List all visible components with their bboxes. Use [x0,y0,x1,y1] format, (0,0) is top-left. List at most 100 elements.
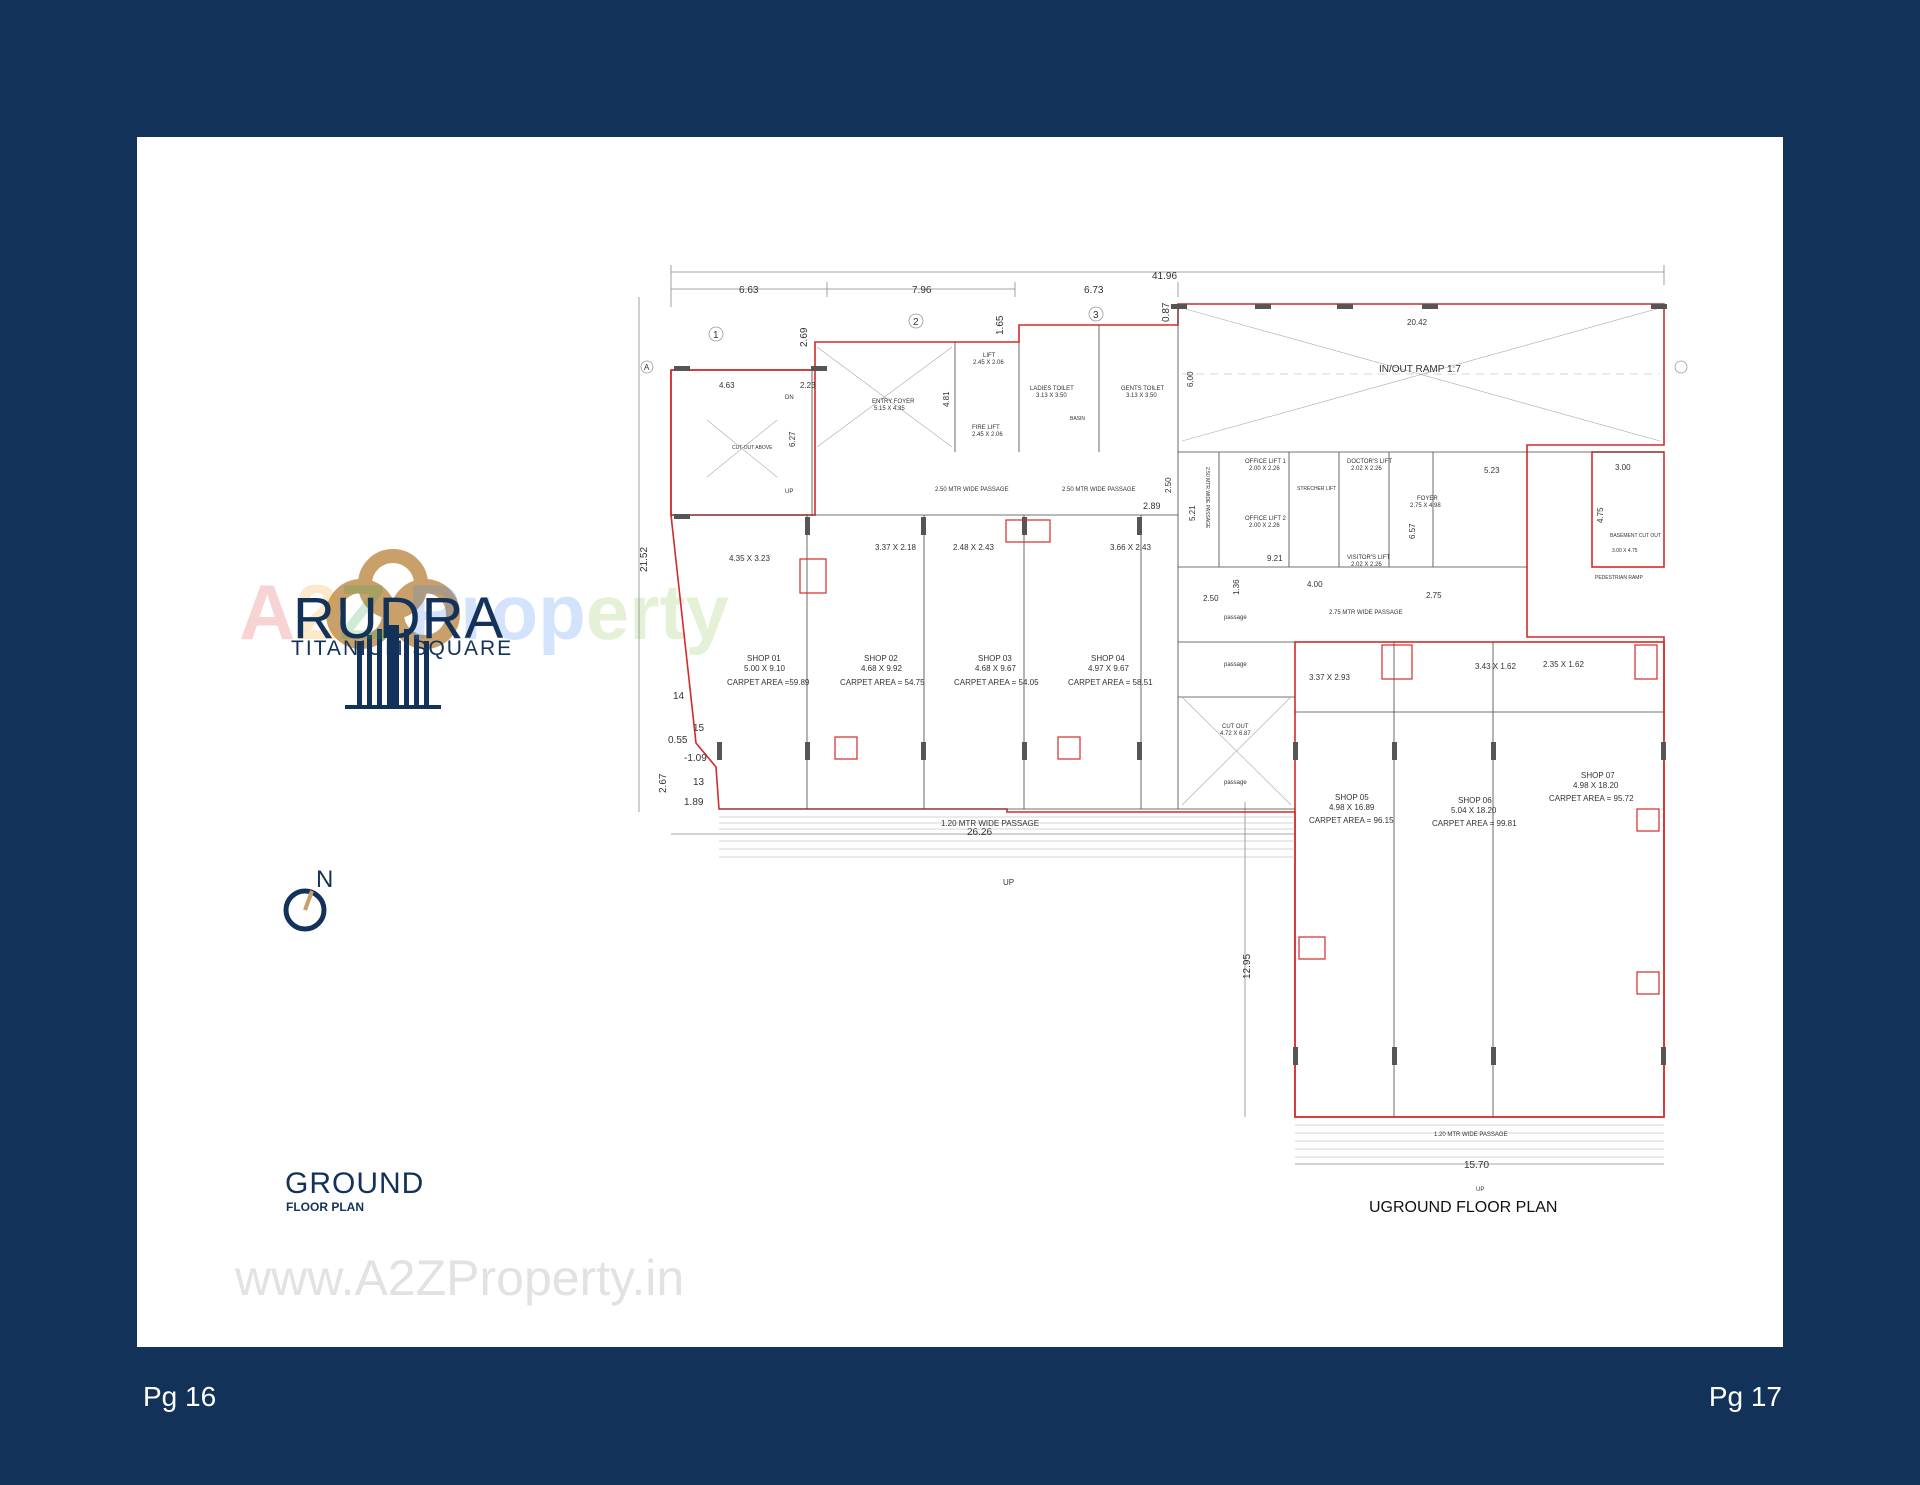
room-passage-a: 2.50 MTR WIDE PASSAGE [935,487,1009,493]
shop-07-name: SHOP 07 [1581,771,1615,780]
shop-05-area: CARPET AREA = 96.15 [1309,816,1394,825]
misc-dim: 0.55 [668,735,688,746]
room-passage-word: passage [1224,662,1247,668]
shop-01-dim: 5.00 X 9.10 [744,664,785,673]
small-room-dim: 3.43 X 1.62 [1475,662,1516,671]
misc-dim: 9.21 [1267,554,1283,563]
brand-tagline: TITANIUM SQUARE [291,637,514,660]
room-gents-toilet: GENTS TOILET [1121,386,1164,392]
room-lift: LIFT [983,353,996,359]
shop-02-dim: 4.68 X 9.92 [861,664,902,673]
floor-subtitle: FLOOR PLAN [286,1200,364,1214]
room-passage-b: 2.50 MTR WIDE PASSAGE [1062,487,1136,493]
grid-label-13: 13 [693,777,705,788]
grid-label-2: 2 [913,317,919,328]
room-office-lift-2: OFFICE LIFT 2 [1245,516,1287,522]
room-ladies-toilet: LADIES TOILET [1030,386,1074,392]
misc-dim: 2.75 [1426,591,1442,600]
room-visitors-lift: VISITOR'S LIFT [1347,555,1390,561]
misc-dim: 2.50 [1203,594,1219,603]
north-arrow-icon: N [283,867,333,932]
shop-04-dim: 4.97 X 9.67 [1088,664,1129,673]
room-gents-toilet-dim: 3.13 X 3.50 [1126,393,1157,399]
grid-label-a: A [644,363,650,372]
room-cut-out: CUT OUT [1222,724,1249,730]
room-passage-c: 2.50 MTR WIDE PASSAGE [1204,467,1210,529]
room-visitors-lift-dim: 2.02 X 2.26 [1351,562,1382,568]
misc-dim: -1.09 [684,753,707,764]
shop-03-area: CARPET AREA = 54.05 [954,678,1039,687]
misc-dim: 2.89 [1143,501,1161,511]
misc-dim: 4.63 [719,381,735,390]
dim-right-bottom-width: 15.70 [1464,1160,1489,1171]
north-letter: N [316,867,333,893]
room-cut-out-above: CUT-OUT ABOVE [732,445,773,451]
room-entry-foyer: ENTRY FOYER [872,399,915,405]
room-passage-word: passage [1224,615,1247,621]
misc-dim: 4.00 [1307,580,1323,589]
shop-04-area: CARPET AREA = 58.51 [1068,678,1153,687]
misc-dim: 6.27 [788,431,797,447]
room-passage-d: 2.75 MTR WIDE PASSAGE [1329,610,1403,616]
shop-07-dim: 4.98 X 18.20 [1573,781,1619,790]
room-office-lift-2-dim: 2.00 X 2.26 [1249,523,1280,529]
watermark-logo: A2Z Property [239,568,729,656]
room-doctors-lift: DOCTOR'S LIFT [1347,459,1392,465]
shop-04-name: SHOP 04 [1091,654,1125,663]
room-right-up: UP [1476,1187,1484,1193]
dim-bay-2: 7.96 [912,285,932,296]
room-fire-lift-dim: 2.45 X 2.06 [972,432,1003,438]
room-front-up: UP [1003,878,1014,887]
brochure-sheet: A2Z Property RUDRA TITANIUM SQUARE N GRO… [137,137,1783,1347]
watermark-url: www.A2ZProperty.in [235,1250,685,1306]
shop-05-dim: 4.98 X 16.89 [1329,803,1375,812]
room-pedestrian-ramp: PEDESTRIAN RAMP [1595,575,1643,581]
dim-bay-1: 6.63 [739,285,759,296]
misc-dim: 1.89 [684,797,704,808]
dim-total-width: 41.96 [1152,271,1177,282]
dim-bay-3: 6.73 [1084,285,1104,296]
shop-06-dim: 5.04 X 18.20 [1451,806,1497,815]
shop-01-name: SHOP 01 [747,654,781,663]
floor-plan-drawing: 41.96 6.63 7.96 6.73 21.52 26.26 15.70 1… [638,265,1688,1193]
misc-dim: 5.23 [1484,466,1500,475]
misc-dim: 2.69 [799,327,810,347]
room-foyer-dim: 2.75 X 4.98 [1410,503,1441,509]
misc-dim: 0.87 [1161,302,1172,322]
misc-dim: 5.21 [1188,505,1197,521]
dim-right-height: 12.95 [1242,954,1253,979]
small-room-dim: 3.37 X 2.18 [875,543,916,552]
room-basement-cutout-dim: 3.00 X 4.75 [1612,548,1638,554]
room-ramp: IN/OUT RAMP 1:7 [1379,364,1461,375]
room-office-lift-1: OFFICE LIFT 1 [1245,459,1287,465]
dim-left-height: 21.52 [639,547,650,572]
dim-bottom-width: 26.26 [967,827,992,838]
shop-03-dim: 4.68 X 9.67 [975,664,1016,673]
plan-caption: UGROUND FLOOR PLAN [1369,1199,1558,1216]
small-room-dim: 3.37 X 2.93 [1309,673,1350,682]
shop-07-area: CARPET AREA = 95.72 [1549,794,1634,803]
small-room-dim: 3.66 X 2.43 [1110,543,1151,552]
room-stair-dn: DN [785,395,794,401]
page-number-right: Pg 17 [1708,1381,1782,1412]
small-room-dim: 2.48 X 2.43 [953,543,994,552]
room-doctors-lift-dim: 2.02 X 2.26 [1351,466,1382,472]
misc-dim: 2.50 [1164,477,1173,493]
grid-label-15: 15 [693,723,705,734]
grid-label-3: 3 [1093,310,1099,321]
rudra-logo-icon [326,549,460,709]
brand-name: RUDRA [293,586,505,651]
room-stair-up: UP [785,489,793,495]
grid-label-1: 1 [713,330,719,341]
room-passage-word: passage [1224,780,1247,786]
room-cut-out-dim: 4.72 X 6.87 [1220,731,1251,737]
room-entry-foyer-dim: 5.15 X 4.35 [874,406,905,412]
misc-dim: 2.67 [658,773,669,793]
room-strecher-lift: STRECHER LIFT [1297,486,1336,492]
room-foyer: FOYER [1417,496,1438,502]
misc-dim: 3.00 [1615,463,1631,472]
room-ladies-toilet-dim: 3.13 X 3.50 [1036,393,1067,399]
misc-dim: 4.81 [942,391,951,407]
misc-dim: 2.23 [800,381,816,390]
misc-dim: 6.00 [1186,371,1195,387]
